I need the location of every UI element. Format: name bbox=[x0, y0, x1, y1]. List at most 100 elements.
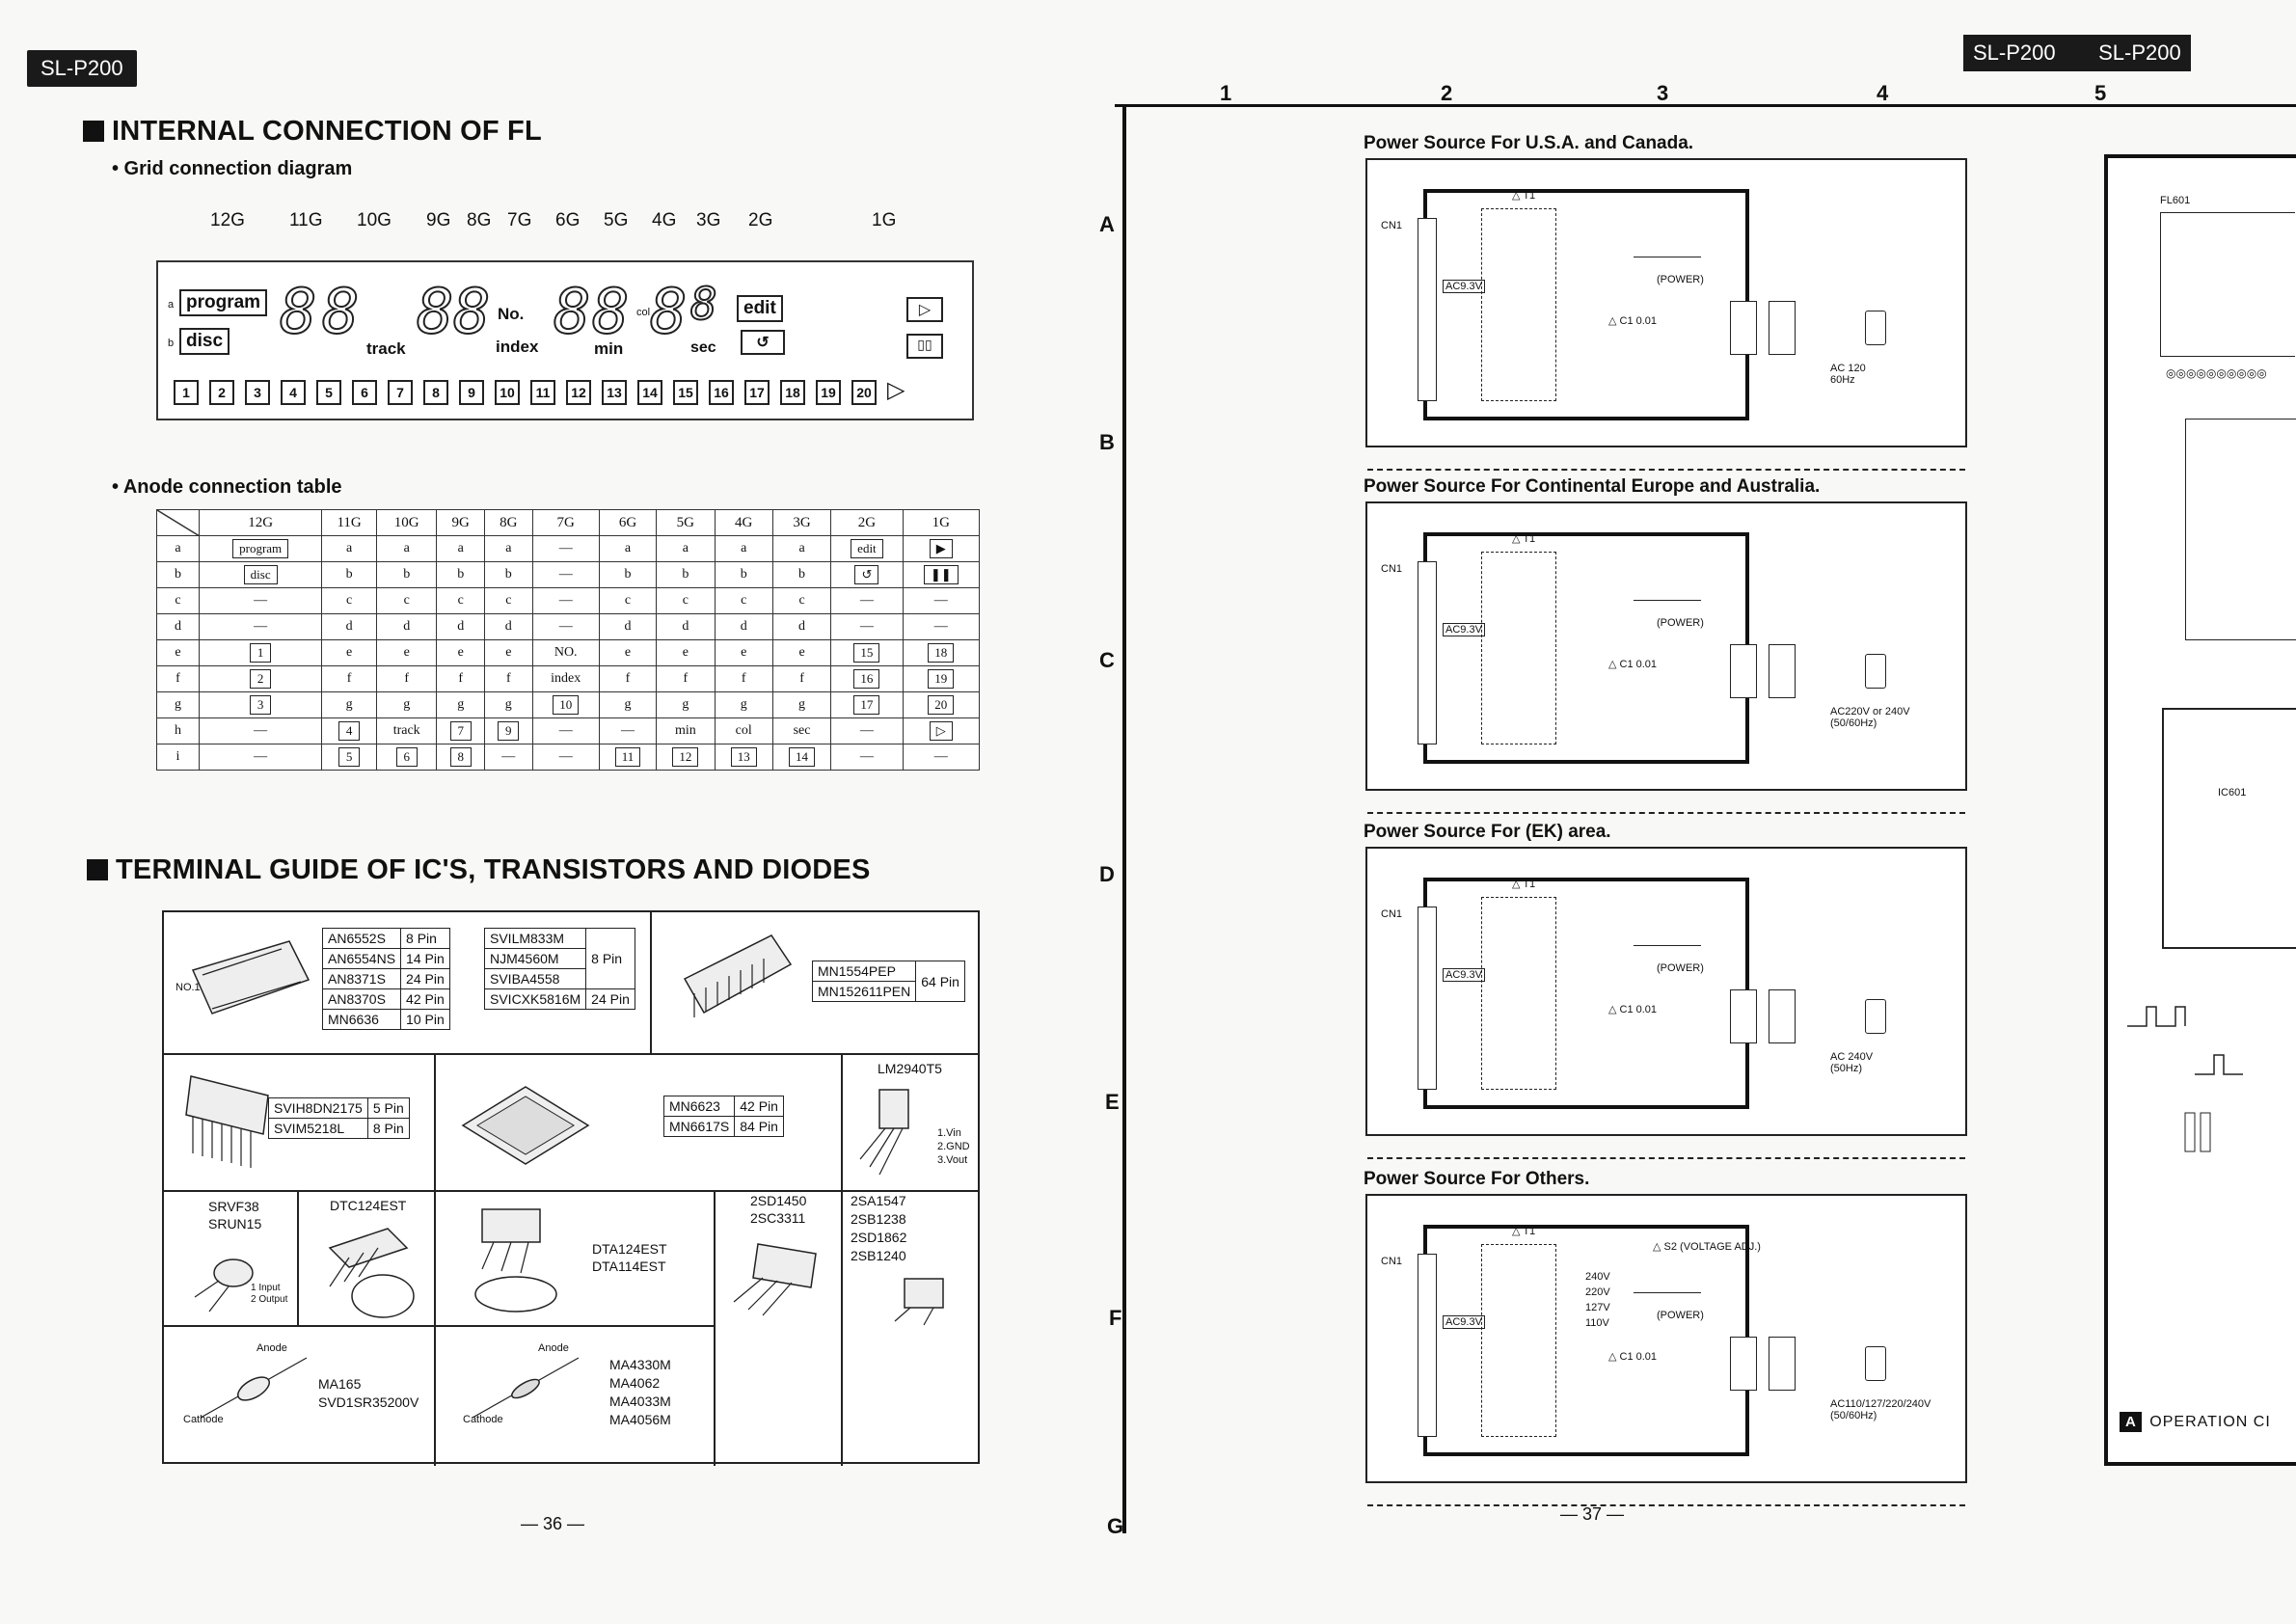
fl-edit-box: edit bbox=[737, 295, 783, 322]
capacitor-label: △ C1 0.01 bbox=[1608, 315, 1658, 327]
dip-ic-drawing-icon bbox=[683, 934, 793, 1017]
dashed-divider bbox=[1367, 1504, 1965, 1506]
row-letter: E bbox=[1105, 1090, 1120, 1114]
boxed-cell-value: ↺ bbox=[854, 565, 879, 584]
table-cell: 20 bbox=[902, 691, 981, 718]
table-cell: g bbox=[771, 691, 832, 718]
ic-name: AN8370S bbox=[321, 988, 402, 1010]
table-cell: — bbox=[531, 535, 600, 562]
fl-number: 6 bbox=[352, 380, 377, 405]
table-header-cell: 7G bbox=[531, 509, 600, 536]
wire bbox=[1634, 945, 1701, 946]
table-cell: c bbox=[484, 587, 533, 614]
capacitor-label: △ C1 0.01 bbox=[1608, 1004, 1658, 1015]
fl-digit-8g: 8 bbox=[452, 277, 492, 348]
part-name: MA165 bbox=[318, 1376, 362, 1392]
boxed-cell-value: 7 bbox=[449, 721, 472, 741]
fl-digit-11g: 8 bbox=[321, 277, 361, 348]
table-header-row: 12G 11G 10G 9G 8G 7G 6G 5G 4G 3G 2G 1G bbox=[156, 509, 981, 536]
ic-pins: 24 Pin bbox=[400, 968, 450, 989]
bullet-square-icon bbox=[87, 859, 108, 880]
ic-pins: 10 Pin bbox=[400, 1009, 450, 1030]
part-name: MA4062 bbox=[609, 1375, 661, 1391]
plug-socket bbox=[1769, 989, 1796, 1043]
boxed-cell-value: 17 bbox=[853, 695, 880, 715]
part-name: 2SD1862 bbox=[851, 1230, 907, 1245]
table-cell: c bbox=[375, 587, 438, 614]
table-cell: 12 bbox=[656, 744, 716, 771]
model-badge: SL-P200 bbox=[1973, 41, 2056, 65]
divider bbox=[714, 1190, 716, 1466]
voltage-adjust-label: △ S2 (VOLTAGE ADJ.) bbox=[1653, 1241, 1761, 1253]
part-name: 2SA1547 bbox=[851, 1193, 906, 1208]
transistor-drawing-icon bbox=[328, 1228, 415, 1318]
fl-number: 12 bbox=[566, 380, 591, 405]
model-badges-right: SL-P200 SL-P200 bbox=[1963, 35, 2191, 71]
ac-voltage-label: AC9.3V bbox=[1443, 1315, 1485, 1329]
part-name: 2SC3311 bbox=[750, 1210, 806, 1226]
ac-voltage-label: AC9.3V bbox=[1443, 623, 1485, 636]
grid-label: 12G bbox=[210, 210, 245, 230]
boxed-cell-value: disc bbox=[243, 565, 278, 584]
connector-cn1 bbox=[1418, 561, 1437, 744]
plug-socket bbox=[1730, 989, 1757, 1043]
table-cell: 14 bbox=[771, 744, 832, 771]
grid-label: 9G bbox=[426, 210, 451, 230]
table-cell: col bbox=[714, 717, 773, 744]
plug-socket bbox=[1769, 644, 1796, 698]
boxed-cell-value: 8 bbox=[449, 747, 472, 767]
boxed-cell-value: 19 bbox=[928, 669, 955, 689]
fl-digit-6g: 8 bbox=[553, 277, 592, 348]
table-cell: f bbox=[714, 665, 773, 692]
table-cell: index bbox=[531, 665, 600, 692]
cathode-label: Cathode bbox=[463, 1414, 503, 1425]
ac-input-label: AC 120 60Hz bbox=[1830, 363, 1866, 386]
table-cell: 9 bbox=[484, 717, 533, 744]
fl-sec-label: sec bbox=[690, 339, 716, 356]
table-cell: c bbox=[598, 587, 658, 614]
table-cell: f bbox=[656, 665, 716, 692]
anode-connection-table: 12G 11G 10G 9G 8G 7G 6G 5G 4G 3G 2G 1G a… bbox=[156, 509, 981, 771]
boxed-cell-value: 6 bbox=[395, 747, 418, 767]
pin-label: 1 Input bbox=[251, 1283, 281, 1293]
diode1-labels: MA165 SVD1SR35200V bbox=[318, 1375, 419, 1412]
grid-label: 6G bbox=[555, 210, 581, 230]
table-header-cell: 1G bbox=[902, 509, 981, 536]
plug-socket bbox=[1730, 301, 1757, 355]
anode-letter-cell: f bbox=[156, 665, 200, 692]
anode-letter: a bbox=[168, 299, 175, 311]
fl-number: 5 bbox=[316, 380, 341, 405]
column-number: 4 bbox=[1877, 81, 1889, 105]
boxed-cell-value: 12 bbox=[672, 747, 699, 767]
ic-name: AN6554NS bbox=[321, 948, 402, 969]
boxed-cell-value: 2 bbox=[250, 669, 272, 689]
table-cell: c bbox=[714, 587, 773, 614]
pin-label: 2 Output bbox=[251, 1294, 288, 1305]
fl-number: 11 bbox=[530, 380, 555, 405]
connector-label: CN1 bbox=[1381, 220, 1403, 231]
table-cell: f bbox=[771, 665, 832, 692]
power-source-title: Power Source For Continental Europe and … bbox=[1364, 476, 1821, 497]
boxed-cell-value: 3 bbox=[250, 695, 272, 715]
boxed-cell-value: ▷ bbox=[929, 721, 953, 741]
power-source-title: Power Source For U.S.A. and Canada. bbox=[1364, 133, 1694, 153]
wire bbox=[1634, 600, 1701, 601]
operation-circuit-partial: FL601 ◎◎◎◎◎◎◎◎◎◎ IC601 A OPERATION CI bbox=[2104, 154, 2296, 1466]
row-letter: G bbox=[1107, 1514, 1124, 1538]
table-cell: — bbox=[198, 717, 323, 744]
fl-digit-4g: 8 bbox=[649, 277, 689, 348]
repeat-icon: ↺ bbox=[741, 330, 785, 355]
ac-plug-icon bbox=[1865, 999, 1886, 1034]
grid-label: 1G bbox=[872, 210, 897, 230]
pin-label: 1.Vin bbox=[937, 1127, 961, 1139]
fl-number: 15 bbox=[673, 380, 698, 405]
ac-plug-icon bbox=[1865, 1346, 1886, 1381]
table-cell: 15 bbox=[830, 639, 904, 666]
